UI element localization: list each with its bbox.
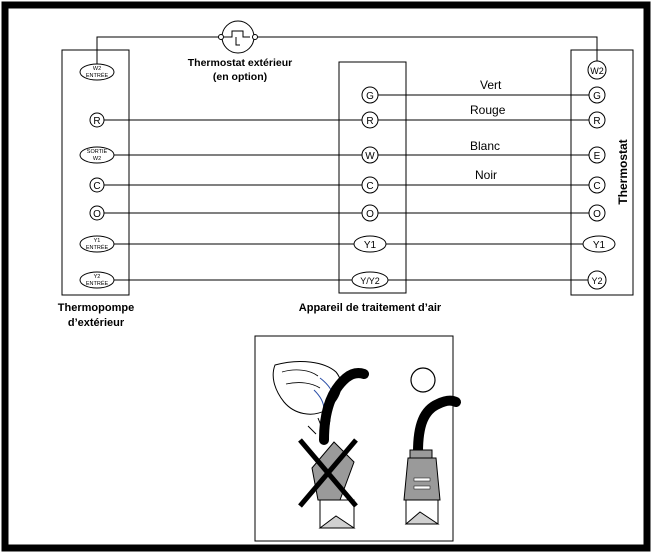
svg-text:W: W [365,151,375,162]
air-handler-box [338,61,407,294]
th-terminal-w2: W2 [587,60,607,80]
outdoor-thermostat-label-2: (en option) [213,71,267,83]
hp-terminal-o: O [89,205,105,221]
wire-outdoor-right [255,36,598,68]
svg-text:Y1: Y1 [593,240,606,251]
ah-terminal-y-y2: Y/Y2 [351,271,389,289]
svg-text:W2: W2 [93,156,101,162]
ah-terminal-g: G [361,86,379,104]
svg-text:C: C [366,181,373,192]
ah-terminal-c: C [361,176,379,194]
wire-color-rouge: Rouge [470,103,506,117]
svg-text:E: E [594,151,601,162]
hp-terminal-c: C [89,177,105,193]
svg-text:R: R [93,116,100,127]
svg-text:O: O [93,209,101,220]
svg-text:Y2: Y2 [94,274,101,280]
hp-terminal-w2-in: W2 ENTRÉE [79,63,115,81]
wire-outdoor-left [96,36,221,65]
svg-text:W2: W2 [590,66,604,76]
svg-text:ENTRÉE: ENTRÉE [86,244,109,251]
ah-terminal-w: W [361,146,379,164]
svg-text:SORTIE: SORTIE [87,149,108,155]
hp-terminal-r: R [89,112,105,128]
illustration-panel [254,335,454,542]
svg-text:ENTRÉE: ENTRÉE [86,72,109,79]
thermostat-label: Thermostat [616,139,630,204]
th-terminal-y1: Y1 [582,235,616,253]
svg-text:G: G [366,91,374,102]
connector-correct-illustration [403,395,461,525]
th-terminal-y2: Y2 [587,270,607,290]
svg-text:R: R [593,116,600,127]
hp-terminal-w2-out: SORTIE W2 [79,146,115,164]
wire-color-noir: Noir [475,168,497,182]
th-terminal-r: R [588,111,606,129]
th-terminal-g: G [588,86,606,104]
svg-text:C: C [593,181,600,192]
svg-text:O: O [593,209,601,220]
hand-pulling-wire-illustration [272,360,369,445]
wire-color-vert: Vert [480,78,502,92]
thermostat-box [570,49,634,296]
th-terminal-e: E [588,146,606,164]
ah-terminal-r: R [361,111,379,129]
th-terminal-c: C [588,176,606,194]
ah-terminal-o: O [361,204,379,222]
svg-text:G: G [593,91,601,102]
ah-terminal-y1: Y1 [353,235,387,253]
cross-mark-icon [298,438,358,508]
svg-text:Y2: Y2 [591,276,602,286]
hp-terminal-y1-in: Y1 ENTRÉE [79,235,115,253]
svg-text:Y/Y2: Y/Y2 [360,276,380,286]
svg-text:C: C [93,181,100,192]
air-handler-label: Appareil de traitement d’air [299,302,442,314]
outdoor-thermostat-label-1: Thermostat extérieur [188,57,292,69]
heat-pump-label-2: d’extérieur [68,317,125,329]
svg-text:Y1: Y1 [94,238,101,244]
svg-text:W2: W2 [93,66,101,72]
th-terminal-o: O [588,204,606,222]
svg-text:O: O [366,209,374,220]
heat-pump-label-1: Thermopompe [58,302,134,314]
correct-indicator-icon [410,367,436,393]
svg-text:ENTRÉE: ENTRÉE [86,280,109,287]
hp-terminal-y2-in: Y2 ENTRÉE [79,271,115,289]
svg-text:R: R [366,116,373,127]
svg-text:Y1: Y1 [364,240,377,251]
outdoor-thermostat-symbol [218,20,258,54]
wire-color-blanc: Blanc [470,139,500,153]
heat-pump-box [61,49,130,296]
